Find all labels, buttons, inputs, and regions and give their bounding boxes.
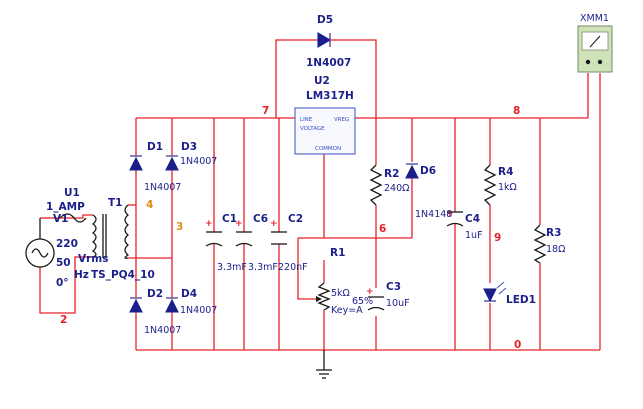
c4-value: 1uF — [465, 230, 483, 241]
c1-value: 3.3mF — [217, 262, 247, 273]
d3-ref: D3 — [181, 141, 197, 153]
svg-text:+: + — [366, 287, 374, 297]
r3-value: 18Ω — [546, 244, 565, 255]
xmm1-ref: XMM1 — [580, 13, 609, 24]
net-0: 0 — [514, 339, 521, 351]
v1-unit-hz: Hz — [74, 269, 89, 281]
r1-key: Key=A — [331, 305, 363, 316]
net-7: 7 — [262, 105, 269, 117]
ground-symbol — [316, 350, 332, 379]
v1-ref: V1 — [53, 213, 68, 225]
v1-unit-vrms: Vrms — [78, 253, 109, 265]
r2-value: 240Ω — [384, 183, 409, 194]
r1-percent: 65% — [352, 296, 373, 307]
v1-phase: 0° — [56, 277, 69, 289]
u2-ref: U2 — [314, 75, 330, 87]
multimeter-xmm1: XMM1 — [577, 13, 613, 73]
u2-pin-line: LINE — [300, 117, 313, 123]
v1-voltage: 220 — [56, 238, 78, 250]
d4-value: 1N4007 — [180, 305, 217, 316]
c4-ref: C4 — [465, 213, 480, 225]
d5-ref: D5 — [317, 14, 333, 26]
net-4: 4 — [146, 199, 153, 211]
u2-value: LM317H — [306, 90, 354, 102]
svg-text:+: + — [205, 219, 213, 229]
diode-d2: D2 1N4007 — [129, 288, 181, 336]
u2-pin-vreg: VREG — [334, 117, 349, 123]
led1-ref: LED1 — [506, 294, 536, 306]
capacitor-c2: + C2 220nF — [270, 213, 308, 273]
net-9: 9 — [494, 232, 501, 244]
v1-frequency: 50 — [56, 257, 71, 269]
capacitor-c4: + C4 1uF — [446, 209, 483, 241]
u1-value: 1_AMP — [46, 201, 85, 213]
resistor-r2: R2 240Ω — [369, 164, 409, 206]
transformer-t1: T1 TS_PQ4_10 — [91, 197, 155, 281]
capacitor-c6: + C6 3.3mF — [235, 213, 278, 273]
u1-ref: U1 — [64, 187, 80, 199]
net-6: 6 — [379, 223, 386, 235]
r1-value: 5kΩ — [331, 288, 350, 299]
svg-text:+: + — [446, 209, 454, 219]
diode-d1: D1 1N4007 — [129, 141, 181, 193]
regulator-u2: LINE VOLTAGE VREG COMMON U2 LM317H — [294, 75, 356, 155]
r1-ref: R1 — [330, 247, 345, 259]
fuse-u1: U1 1_AMP — [46, 187, 87, 223]
r3-ref: R3 — [546, 227, 561, 239]
diode-d4: D4 1N4007 — [165, 288, 217, 316]
d1-value: 1N4007 — [144, 182, 181, 193]
diode-d5: D5 1N4007 — [306, 14, 351, 69]
c3-ref: C3 — [386, 281, 401, 293]
r4-value: 1kΩ — [498, 182, 517, 193]
d3-value: 1N4007 — [180, 156, 217, 167]
u2-pin-voltage: VOLTAGE — [300, 126, 325, 132]
diode-d6: D6 1N4148 — [405, 163, 452, 220]
potentiometer-r1: R1 5kΩ Key=A 65% — [316, 247, 373, 316]
u2-pin-common: COMMON — [315, 146, 341, 152]
wires — [39, 39, 601, 351]
diode-d3: D3 1N4007 — [165, 141, 217, 171]
d6-value: 1N4148 — [415, 209, 452, 220]
c2-ref: C2 — [288, 213, 303, 225]
capacitor-c1: + C1 3.3mF — [205, 213, 247, 273]
net-2: 2 — [60, 314, 67, 326]
c2-value: 220nF — [278, 262, 308, 273]
capacitor-c3: + C3 10uF — [366, 281, 410, 311]
net-8: 8 — [513, 105, 520, 117]
r2-ref: R2 — [384, 168, 399, 180]
t1-ref: T1 — [108, 197, 122, 209]
d1-ref: D1 — [147, 141, 163, 153]
d2-value: 1N4007 — [144, 325, 181, 336]
c1-ref: C1 — [222, 213, 237, 225]
d4-ref: D4 — [181, 288, 197, 300]
d6-ref: D6 — [420, 165, 436, 177]
c6-ref: C6 — [253, 213, 268, 225]
d2-ref: D2 — [147, 288, 163, 300]
c6-value: 3.3mF — [248, 262, 278, 273]
c3-value: 10uF — [386, 298, 410, 309]
resistor-r4: R4 1kΩ — [483, 164, 517, 206]
d5-value: 1N4007 — [306, 57, 351, 69]
r4-ref: R4 — [498, 166, 513, 178]
net-labels: 7 8 6 9 0 2 3 4 — [60, 105, 521, 351]
led-led1: LED1 — [483, 281, 536, 306]
t1-value: TS_PQ4_10 — [91, 269, 155, 281]
ac-source-v1: V1 220 Vrms 50 Hz 0° — [25, 213, 109, 289]
resistor-r3: R3 18Ω — [533, 224, 565, 264]
svg-text:+: + — [270, 219, 278, 229]
net-3: 3 — [176, 221, 183, 233]
svg-text:+: + — [235, 219, 243, 229]
